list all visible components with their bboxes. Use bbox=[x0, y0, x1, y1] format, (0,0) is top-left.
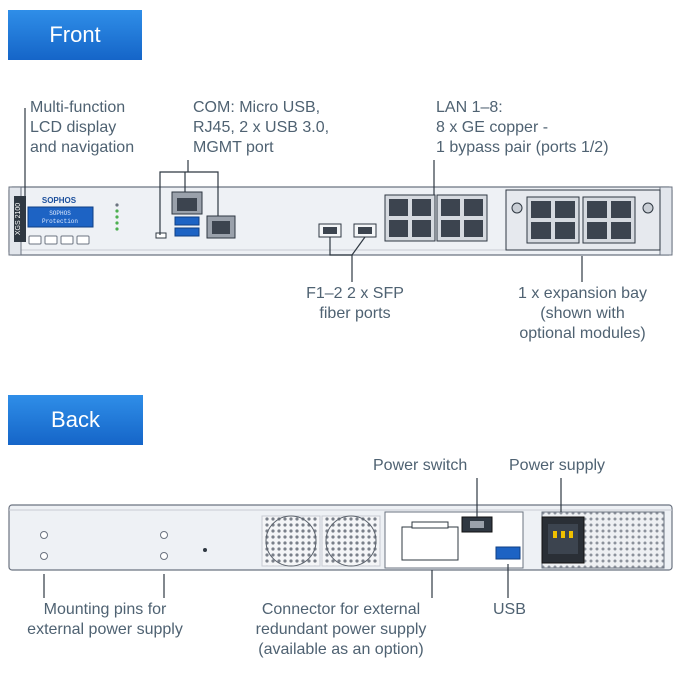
front-leader-lines bbox=[24, 108, 583, 282]
rj45-console-port bbox=[171, 191, 203, 215]
model-tag: XGS 2100 bbox=[14, 196, 26, 242]
usb3-ports bbox=[174, 216, 200, 237]
callout-lan: LAN 1–8:8 x GE copper -1 bypass pair (po… bbox=[436, 99, 609, 156]
micro-usb-port bbox=[155, 232, 167, 239]
lcd-line-2: Protection bbox=[42, 218, 78, 225]
callout-com: COM: Micro USB,RJ45, 2 x USB 3.0,MGMT po… bbox=[193, 99, 330, 156]
redundant-psu-connector bbox=[384, 511, 524, 569]
brand-logo: SOPHOS bbox=[42, 196, 77, 205]
model-text: XGS 2100 bbox=[15, 203, 22, 235]
expansion-bay bbox=[505, 189, 661, 251]
callout-power-switch: Power switch bbox=[373, 457, 468, 474]
power-supply bbox=[541, 511, 665, 569]
fan-grilles bbox=[261, 515, 381, 567]
back-leader-lines bbox=[43, 478, 562, 598]
lcd-display: SOPHOS Protection bbox=[27, 206, 94, 228]
mgmt-port bbox=[206, 215, 236, 239]
lcd-line-1: SOPHOS bbox=[49, 210, 71, 217]
lcd-nav-buttons bbox=[28, 235, 90, 245]
lan-ports bbox=[384, 194, 488, 242]
screw bbox=[203, 548, 207, 552]
mounting-pins bbox=[40, 531, 168, 560]
back-tab: Back bbox=[8, 395, 143, 445]
front-tab: Front bbox=[8, 10, 142, 60]
callout-usb: USB bbox=[493, 601, 526, 618]
status-leds bbox=[115, 203, 119, 231]
callout-power-supply: Power supply bbox=[509, 457, 606, 474]
power-switch bbox=[461, 516, 493, 533]
sfp-ports bbox=[318, 223, 377, 238]
back-usb-port bbox=[495, 546, 521, 560]
